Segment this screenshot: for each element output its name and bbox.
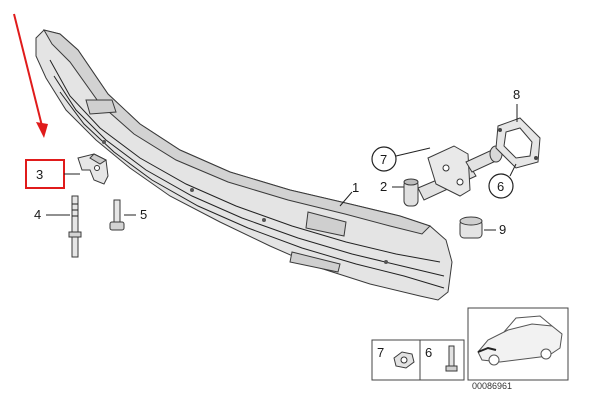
inset-callout-6: 6 bbox=[425, 345, 432, 360]
callout-6: 6 bbox=[497, 179, 504, 194]
impact-absorber bbox=[403, 145, 503, 207]
callout-9: 9 bbox=[499, 222, 506, 237]
bumper-carrier bbox=[35, 29, 453, 301]
callout-5: 5 bbox=[140, 207, 147, 222]
callout-3: 3 bbox=[36, 167, 43, 182]
long-bolt bbox=[68, 195, 82, 258]
car-silhouette-icon bbox=[477, 315, 563, 366]
mounting-bracket bbox=[77, 153, 109, 185]
nut-icon bbox=[393, 351, 415, 369]
short-screw bbox=[109, 199, 125, 231]
gasket-plate bbox=[495, 117, 541, 169]
callout-8: 8 bbox=[513, 87, 520, 102]
end-cap bbox=[459, 216, 483, 239]
reference-number: 00086961 bbox=[472, 381, 512, 391]
callout-7: 7 bbox=[380, 152, 387, 167]
inset-small-parts: 7 6 bbox=[371, 339, 465, 381]
callout-1: 1 bbox=[352, 180, 359, 195]
inset-car-view bbox=[467, 307, 569, 381]
red-arrow-icon bbox=[13, 13, 48, 138]
bolt-icon bbox=[445, 345, 458, 372]
inset-callout-7: 7 bbox=[377, 345, 384, 360]
highlight-box bbox=[25, 159, 65, 189]
callout-2: 2 bbox=[380, 179, 387, 194]
callout-4: 4 bbox=[34, 207, 41, 222]
